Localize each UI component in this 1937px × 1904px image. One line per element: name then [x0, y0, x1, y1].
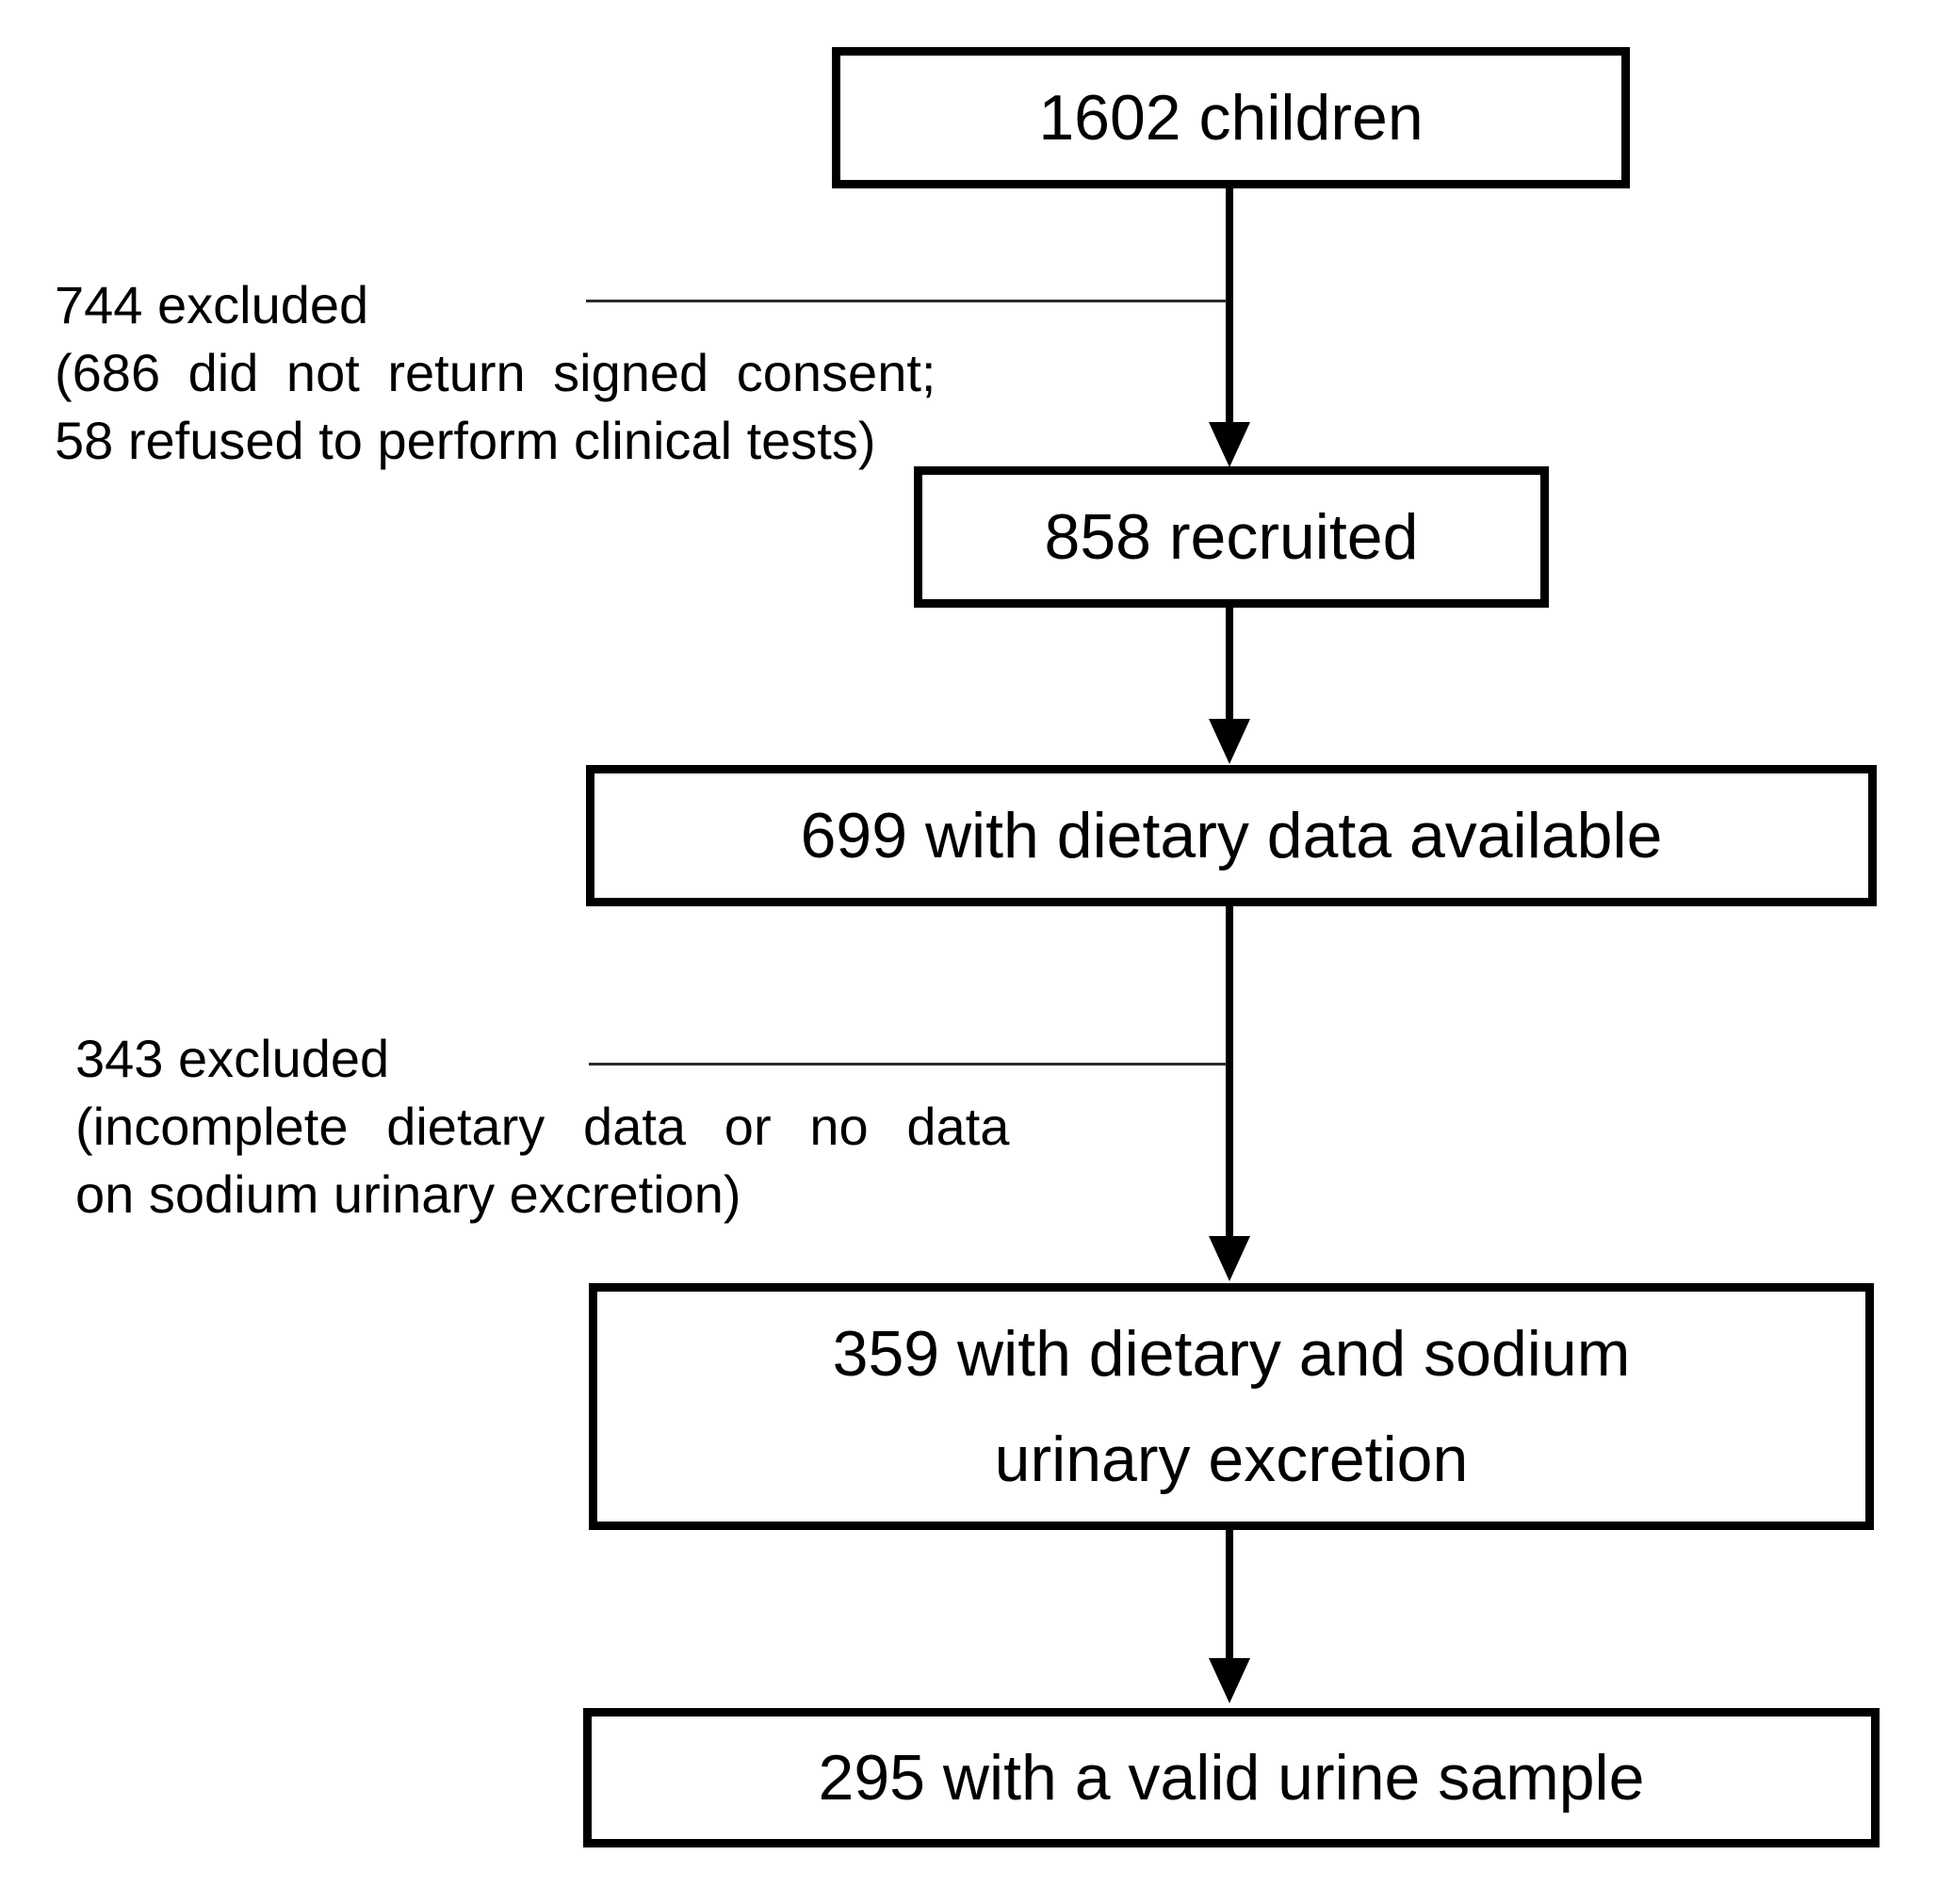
down-arrow-3-line — [1226, 906, 1233, 1238]
flow-box-label: 295 with a valid urine sample — [818, 1742, 1645, 1814]
connector-line-1 — [586, 300, 1227, 302]
flow-box-label: urinary excretion — [994, 1424, 1469, 1495]
flow-box-label: 1602 children — [1038, 82, 1424, 154]
down-arrow-3-icon — [1209, 1236, 1250, 1281]
flow-box-label: 359 with dietary and sodium — [832, 1318, 1631, 1390]
down-arrow-4-icon — [1209, 1658, 1250, 1703]
flow-box-label: 858 recruited — [1044, 501, 1419, 573]
flow-box-858-recruited: 858 recruited — [914, 466, 1549, 608]
flow-box-1602-children: 1602 children — [832, 47, 1630, 188]
exclusion-note-744: 744 excluded (686 did not return signed … — [55, 271, 936, 475]
exclusion-note-line: 744 excluded — [55, 275, 369, 334]
exclusion-note-line: (686 did not return signed consent; — [55, 343, 936, 402]
flow-box-359-dietary-sodium: 359 with dietary and sodium urinary excr… — [589, 1283, 1874, 1530]
exclusion-note-line: on sodium urinary excretion) — [75, 1164, 741, 1224]
connector-line-2 — [589, 1063, 1227, 1066]
exclusion-note-line: (incomplete dietary data or no data — [75, 1097, 1010, 1156]
flow-box-label: 699 with dietary data available — [800, 800, 1663, 871]
down-arrow-4-line — [1226, 1530, 1233, 1662]
exclusion-note-line: 58 refused to perform clinical tests) — [55, 411, 876, 470]
down-arrow-1-icon — [1209, 422, 1250, 467]
exclusion-note-line: 343 excluded — [75, 1029, 390, 1088]
flow-box-295-valid-urine: 295 with a valid urine sample — [583, 1708, 1880, 1847]
flow-box-699-dietary: 699 with dietary data available — [586, 765, 1877, 906]
down-arrow-2-line — [1226, 608, 1233, 723]
down-arrow-1-line — [1226, 188, 1233, 426]
exclusion-note-343: 343 excluded (incomplete dietary data or… — [75, 1025, 1009, 1229]
down-arrow-2-icon — [1209, 719, 1250, 764]
